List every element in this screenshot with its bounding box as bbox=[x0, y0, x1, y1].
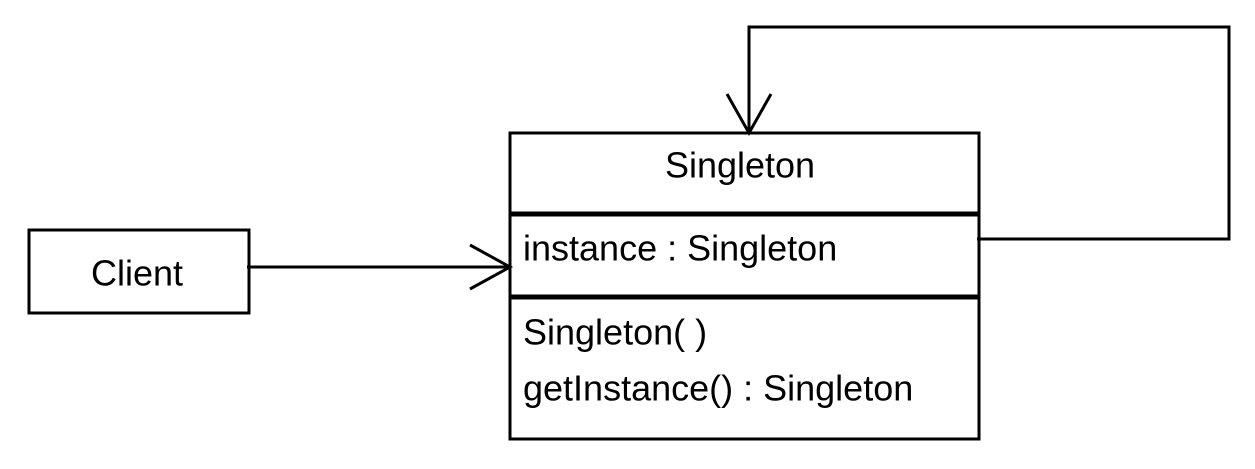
operation-get-instance: getInstance() : Singleton bbox=[523, 368, 913, 409]
operation-constructor: Singleton( ) bbox=[523, 312, 707, 353]
self-association-arrowhead bbox=[725, 93, 773, 137]
attribute-instance: instance : Singleton bbox=[523, 228, 837, 269]
singleton-class-name: Singleton bbox=[665, 145, 815, 186]
singleton-class-box bbox=[508, 131, 981, 441]
client-label: Client bbox=[91, 253, 183, 294]
client-association-arrowhead bbox=[469, 243, 514, 291]
client-box bbox=[27, 228, 251, 315]
self-association-line bbox=[747, 25, 1231, 241]
